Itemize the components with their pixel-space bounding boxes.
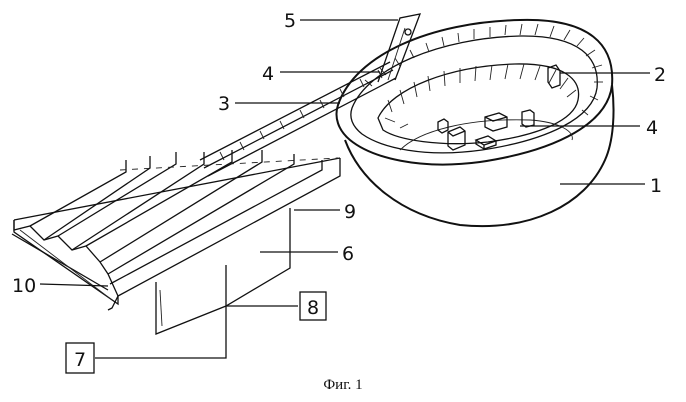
label-8: 8: [307, 297, 319, 319]
label-2: 2: [654, 64, 666, 86]
label-4-right: 4: [646, 117, 658, 139]
label-6: 6: [342, 243, 354, 265]
label-10: 10: [12, 275, 36, 297]
label-5: 5: [284, 10, 296, 32]
hemisphere-bowl: [337, 20, 614, 226]
label-1: 1: [650, 175, 662, 197]
label-9: 9: [344, 201, 356, 223]
base-block: [156, 208, 290, 334]
figure-caption: Фиг. 1: [323, 377, 362, 393]
label-4-top: 4: [262, 63, 274, 85]
label-3: 3: [218, 93, 230, 115]
guide-tube: [200, 62, 396, 176]
label-7: 7: [74, 349, 86, 371]
rim-blades: [365, 24, 603, 115]
ribbed-plate: [12, 150, 340, 310]
